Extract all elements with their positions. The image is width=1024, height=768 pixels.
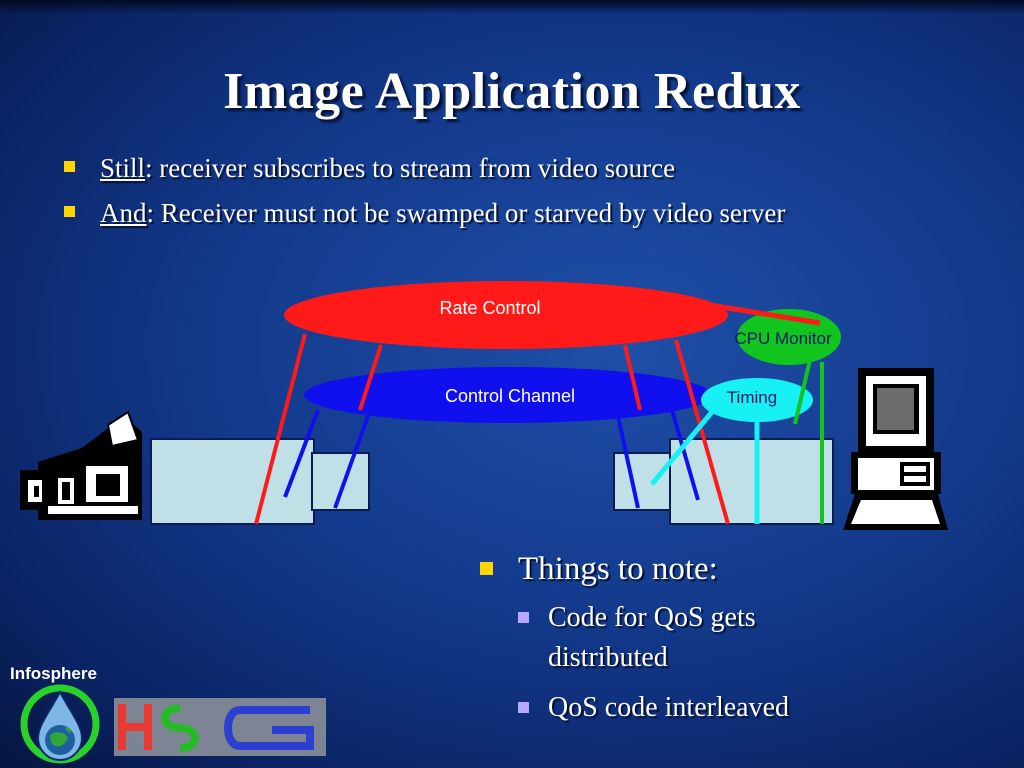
- rate-link-left-inner: [358, 344, 383, 411]
- rate-control-ellipse: [284, 281, 728, 349]
- source-box-small: [311, 452, 370, 511]
- control-channel-ellipse: [304, 367, 712, 423]
- rate-link-right-outer: [674, 339, 730, 525]
- channel-link-left-inner: [333, 415, 370, 509]
- notes-heading-item: Things to note: Code for QoS gets distri…: [480, 548, 980, 728]
- hsg-letters-icon: [114, 698, 326, 756]
- brand-label: Infosphere: [10, 664, 97, 683]
- rate-to-cpu-link: [709, 302, 821, 326]
- infosphere-logo: [20, 684, 326, 764]
- rate-control-label: Rate Control: [439, 298, 540, 318]
- receiver-box-large: [669, 438, 834, 525]
- qos-diagram: Control Channel Timing CPU Monitor Rate …: [20, 281, 948, 530]
- source-box-large: [150, 438, 315, 525]
- main-bullet-list: Still: receiver subscribes to stream fro…: [64, 150, 824, 240]
- globe-drop-icon: [20, 684, 100, 764]
- slide-title: Image Application Redux: [223, 63, 801, 120]
- rate-link-left-outer: [254, 333, 307, 525]
- video-camera-icon: [20, 410, 142, 520]
- bullet-square-icon: [64, 161, 75, 172]
- timing-label: Timing: [727, 388, 777, 407]
- note-item: Code for QoS gets distributed: [518, 598, 848, 678]
- note-text: Code for QoS gets distributed: [548, 602, 756, 673]
- bullet-and: And: Receiver must not be swamped or sta…: [64, 195, 824, 231]
- cpu-link-diagonal: [793, 359, 812, 425]
- top-shadow-bar: [0, 0, 1024, 14]
- bullet-lead-still: Still: [100, 153, 146, 183]
- cpu-monitor-label: CPU Monitor: [734, 329, 832, 348]
- sub-bullet-square-icon: [518, 612, 529, 623]
- channel-link-left-outer: [283, 409, 320, 498]
- channel-link-right-inner: [616, 415, 640, 509]
- notes-sub-list: Code for QoS gets distributed QoS code i…: [518, 598, 980, 728]
- bullet-text-still: : receiver subscribes to stream from vid…: [145, 153, 676, 183]
- computer-icon: [843, 368, 948, 530]
- notes-heading: Things to note:: [518, 551, 718, 587]
- notes-list: Things to note: Code for QoS gets distri…: [480, 548, 980, 738]
- channel-link-right-outer: [670, 409, 700, 501]
- note-text: QoS code interleaved: [548, 692, 790, 723]
- timing-ellipse: [701, 378, 813, 422]
- bullet-square-icon: [64, 206, 75, 217]
- rate-link-right-inner: [623, 344, 642, 411]
- sub-bullet-square-icon: [518, 702, 529, 713]
- bullet-square-icon: [480, 562, 493, 575]
- bullet-text-and: : Receiver must not be swamped or starve…: [146, 198, 786, 228]
- bullet-lead-and: And: [100, 198, 147, 228]
- bullet-still: Still: receiver subscribes to stream fro…: [64, 150, 824, 186]
- note-item: QoS code interleaved: [518, 688, 878, 728]
- receiver-box-small: [613, 452, 673, 511]
- timing-link-diagonal: [650, 410, 714, 486]
- control-channel-label: Control Channel: [445, 386, 575, 406]
